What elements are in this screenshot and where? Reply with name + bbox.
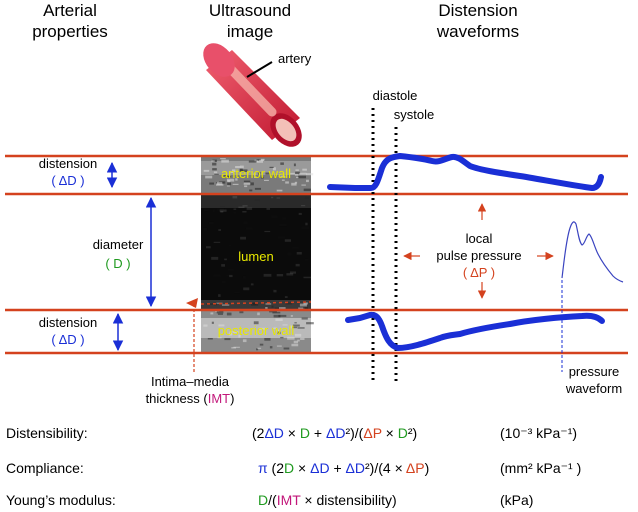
- pressure-waveform: [561, 221, 624, 283]
- youngs-modulus-unit: (kPa): [500, 492, 534, 508]
- distension-bottom-label: distension: [39, 315, 98, 330]
- pulse-pressure-symbol: ( ΔP ): [463, 265, 495, 280]
- youngs-modulus-name: Young’s modulus:: [6, 492, 116, 508]
- diastole-label: diastole: [373, 88, 418, 103]
- compliance-name: Compliance:: [6, 460, 84, 476]
- distensibility-name: Distensibility:: [6, 425, 88, 441]
- compliance-formula: π (2D × ΔD + ΔD²)/(4 × ΔP): [258, 460, 430, 476]
- distension-top-label: distension: [39, 156, 98, 171]
- header-arterial: Arterial: [43, 1, 97, 20]
- upper-distension-waveform: [327, 153, 604, 191]
- lumen-label: lumen: [238, 249, 273, 264]
- pulse-pressure-label: pulse pressure: [436, 248, 521, 263]
- diameter-label: diameter: [93, 237, 144, 252]
- header-properties: properties: [32, 22, 108, 41]
- distension-bottom-symbol: ( ΔD ): [51, 332, 84, 347]
- artery-label: artery: [278, 51, 312, 66]
- imt-label-line2: thickness (IMT): [146, 391, 235, 406]
- artery-pointer: [246, 61, 273, 78]
- local-label: local: [466, 231, 493, 246]
- distensibility-unit: (10⁻³ kPa⁻¹): [500, 425, 578, 441]
- header-ultrasound: Ultrasound: [209, 1, 291, 20]
- header-distension: Distension: [438, 1, 517, 20]
- youngs-modulus-formula: D/(IMT × distensibility): [258, 492, 397, 508]
- header-image: image: [227, 22, 273, 41]
- anterior-wall-label: anterior wall: [221, 166, 291, 181]
- lower-distension-waveform: [345, 311, 605, 351]
- systole-label: systole: [394, 107, 434, 122]
- header-waveforms: waveforms: [436, 22, 519, 41]
- distension-top-symbol: ( ΔD ): [51, 173, 84, 188]
- ultrasound-image: [200, 156, 314, 353]
- compliance-unit: (mm² kPa⁻¹ ): [500, 460, 582, 476]
- artery-illustration: [203, 43, 302, 147]
- pressure-label: pressure: [569, 364, 620, 379]
- distensibility-formula: (2ΔD × D + ΔD²)/(ΔP × D²): [252, 425, 418, 441]
- imt-arrowhead: [186, 298, 198, 308]
- imt-label-line1: Intima–media: [151, 374, 230, 389]
- posterior-wall-label: posterior wall: [218, 323, 295, 338]
- diameter-symbol: ( D ): [105, 256, 130, 271]
- waveform-label: waveform: [565, 381, 622, 396]
